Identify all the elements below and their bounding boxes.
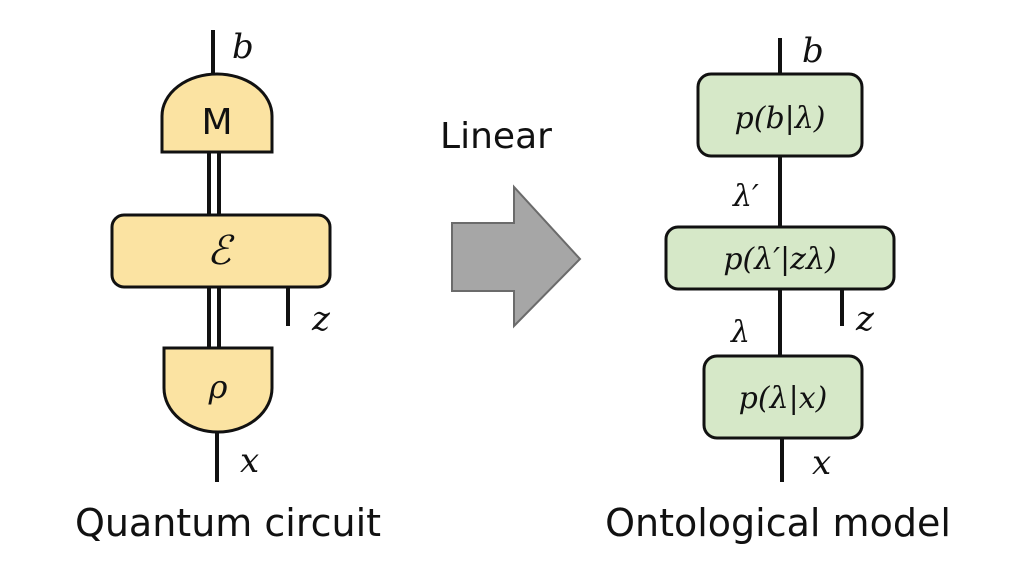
quantum-circuit: b M ℰ z ρ x Quantum circuit: [75, 27, 381, 545]
onto-side-input-label-z: z: [855, 299, 875, 339]
preparation-box-label: p(λ|x): [739, 381, 828, 416]
right-caption: Ontological model: [605, 501, 951, 545]
onto-input-label-x: x: [812, 443, 831, 483]
measurement-gate: [160, 72, 274, 154]
wire-label-lambda: λ: [730, 315, 750, 350]
onto-output-label-b: b: [802, 31, 824, 71]
output-label-b: b: [232, 27, 254, 67]
transition-box-label: p(λ′|zλ): [723, 242, 836, 277]
response-box-label: p(b|λ): [735, 101, 826, 136]
arrow-label: Linear: [440, 116, 552, 157]
wire-label-lambda-prime: λ′: [732, 179, 759, 214]
input-label-x: x: [240, 441, 259, 481]
channel-label: ℰ: [207, 228, 235, 274]
side-input-label-z: z: [311, 299, 331, 339]
left-caption: Quantum circuit: [75, 501, 381, 545]
state-label: ρ: [208, 368, 228, 406]
transform-arrow: Linear: [440, 116, 582, 329]
state-preparation: [162, 346, 274, 434]
ontological-model: b p(b|λ) λ′ p(λ′|zλ) z λ p(λ|x) x Ontolo…: [605, 31, 951, 545]
measurement-label: M: [201, 102, 232, 143]
right-arrow-icon: [451, 184, 582, 329]
